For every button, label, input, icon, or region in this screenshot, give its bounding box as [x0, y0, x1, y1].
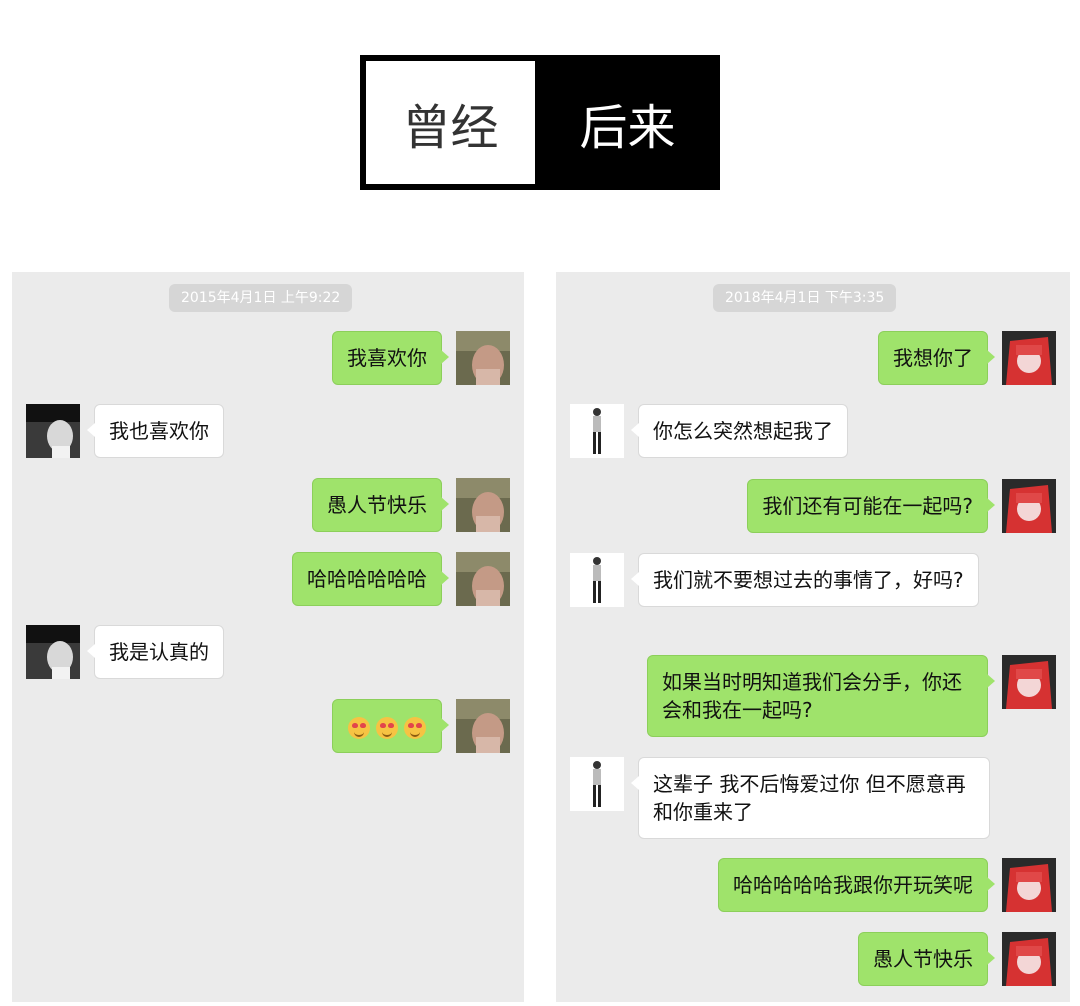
- message-bubble-incoming[interactable]: 我们就不要想过去的事情了，好吗?: [631, 553, 979, 607]
- friend-avatar[interactable]: [26, 625, 80, 679]
- self-avatar[interactable]: [1002, 932, 1056, 986]
- heart-eyes-emoji: [404, 716, 426, 739]
- self-avatar[interactable]: [456, 552, 510, 606]
- message-bubble-outgoing[interactable]: 我想你了: [878, 331, 995, 385]
- message-bubble-incoming[interactable]: 你怎么突然想起我了: [631, 404, 848, 458]
- header-label-after: 后来: [579, 99, 676, 156]
- header-box: 曾经 后来: [360, 55, 720, 190]
- self-avatar[interactable]: [456, 478, 510, 532]
- friend-avatar[interactable]: [570, 404, 624, 458]
- message-bubble-incoming[interactable]: 这辈子 我不后悔爱过你 但不愿意再和你重来了: [631, 757, 990, 839]
- friend-avatar[interactable]: [26, 404, 80, 458]
- self-avatar[interactable]: [1002, 858, 1056, 912]
- message-bubble-incoming[interactable]: 我也喜欢你: [87, 404, 224, 458]
- self-avatar[interactable]: [1002, 655, 1056, 709]
- message-bubble-outgoing-emoji[interactable]: [332, 699, 449, 753]
- friend-avatar[interactable]: [570, 553, 624, 607]
- timestamp-pill: 2018年4月1日 下午3:35: [713, 284, 897, 312]
- message-bubble-outgoing[interactable]: 我们还有可能在一起吗?: [747, 479, 995, 533]
- message-bubble-outgoing[interactable]: 愚人节快乐: [858, 932, 995, 986]
- message-bubble-outgoing[interactable]: 哈哈哈哈哈我跟你开玩笑呢: [718, 858, 995, 912]
- message-bubble-outgoing[interactable]: 愚人节快乐: [312, 478, 449, 532]
- message-bubble-outgoing[interactable]: 如果当时明知道我们会分手，你还会和我在一起吗?: [647, 655, 995, 737]
- self-avatar[interactable]: [456, 699, 510, 753]
- chat-panel-before: 2015年4月1日 上午9:22 我喜欢你 我也喜欢你 愚人节快乐 哈哈哈哈哈哈…: [12, 272, 524, 1002]
- header-label-before: 曾经: [366, 61, 535, 184]
- self-avatar[interactable]: [1002, 479, 1056, 533]
- message-bubble-outgoing[interactable]: 我喜欢你: [332, 331, 449, 385]
- self-avatar[interactable]: [1002, 331, 1056, 385]
- message-bubble-outgoing[interactable]: 哈哈哈哈哈哈: [292, 552, 449, 606]
- heart-eyes-emoji: [348, 716, 370, 739]
- timestamp-pill: 2015年4月1日 上午9:22: [169, 284, 353, 312]
- message-bubble-incoming[interactable]: 我是认真的: [87, 625, 224, 679]
- friend-avatar[interactable]: [570, 757, 624, 811]
- chat-panel-after: 2018年4月1日 下午3:35 我想你了 你怎么突然想起我了 我们还有可能在一…: [556, 272, 1070, 1002]
- self-avatar[interactable]: [456, 331, 510, 385]
- heart-eyes-emoji: [376, 716, 398, 739]
